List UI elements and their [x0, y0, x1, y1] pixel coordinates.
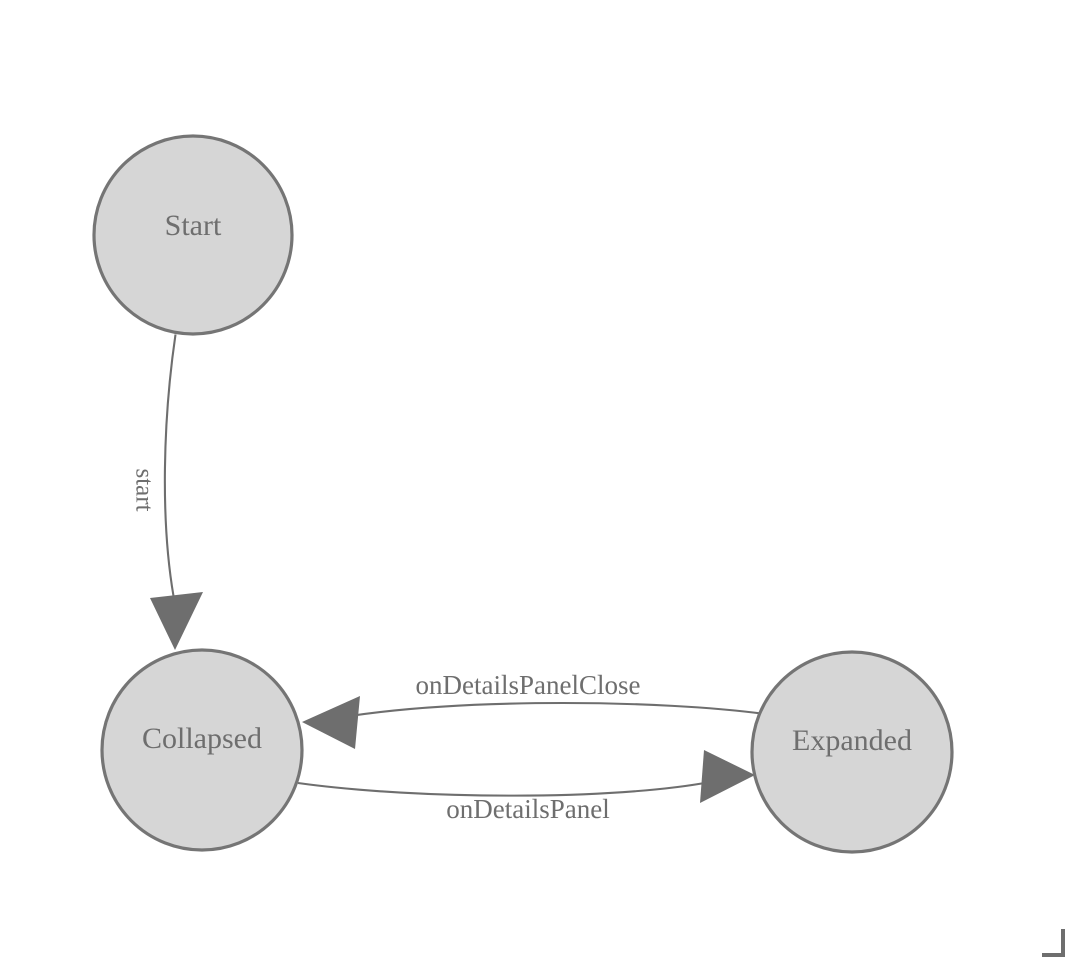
edge-path-start-to-collapsed — [163, 334, 177, 597]
arrowhead-start-to-collapsed — [150, 592, 203, 650]
edge-path-expanded-to-collapsed — [349, 701, 766, 718]
node-collapsed-circle[interactable] — [100, 648, 304, 852]
node-start[interactable]: Start — [92, 134, 294, 336]
edge-label-on-details-panel: onDetailsPanel — [446, 794, 609, 824]
node-expanded-label: Expanded — [792, 724, 912, 757]
edge-label-start: start — [130, 468, 157, 511]
edge-expanded-to-collapsed — [302, 696, 766, 749]
node-start-circle[interactable] — [92, 134, 294, 336]
edge-collapsed-to-expanded — [297, 750, 755, 803]
node-expanded[interactable]: Expanded — [750, 650, 954, 854]
node-collapsed-label: Collapsed — [142, 722, 262, 755]
arrowhead-expanded-to-collapsed — [302, 696, 360, 749]
resize-handle-icon[interactable] — [1042, 929, 1065, 957]
node-start-label: Start — [165, 209, 222, 242]
node-collapsed[interactable]: Collapsed — [100, 648, 304, 852]
edge-path-collapsed-to-expanded — [297, 780, 711, 797]
edge-start-to-collapsed — [150, 334, 203, 650]
edge-label-on-details-panel-close: onDetailsPanelClose — [416, 670, 641, 700]
arrowhead-collapsed-to-expanded — [700, 750, 755, 803]
node-expanded-circle[interactable] — [750, 650, 954, 854]
resize-handle-bracket[interactable] — [1042, 929, 1065, 957]
